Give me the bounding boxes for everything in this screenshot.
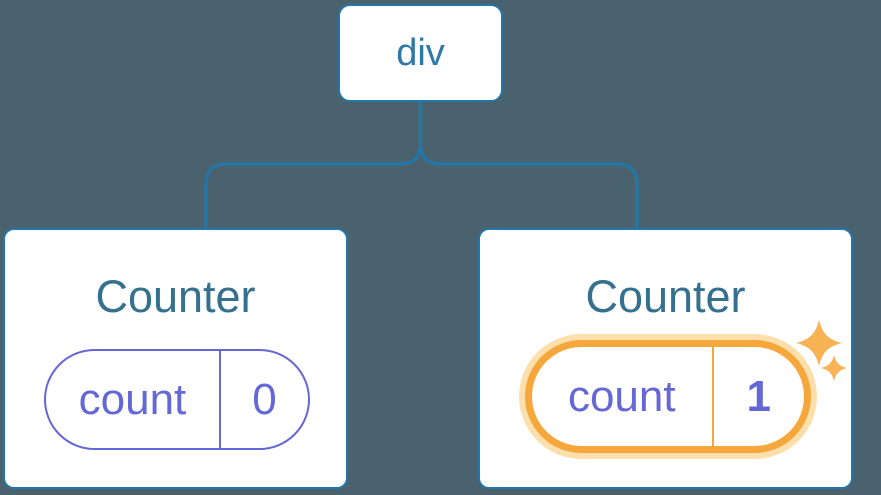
root-node-label: div (396, 31, 445, 74)
root-node: div (338, 4, 503, 102)
counter-card-left: Counter count 0 (3, 228, 348, 489)
state-pill: count 0 (44, 349, 310, 450)
card-title: Counter (585, 271, 746, 322)
connector-branch-right (418, 102, 639, 228)
state-key-label: count (567, 371, 676, 421)
card-title: Counter (95, 271, 256, 322)
counter-card-right: Counter count 1 (478, 228, 853, 489)
state-value: 1 (711, 347, 804, 446)
state-pill-highlighted: count 1 (525, 340, 811, 453)
state-key-label: count (78, 374, 187, 424)
state-value: 0 (218, 351, 308, 448)
connector-branch-left (204, 102, 423, 228)
sparkles-icon (796, 320, 847, 381)
